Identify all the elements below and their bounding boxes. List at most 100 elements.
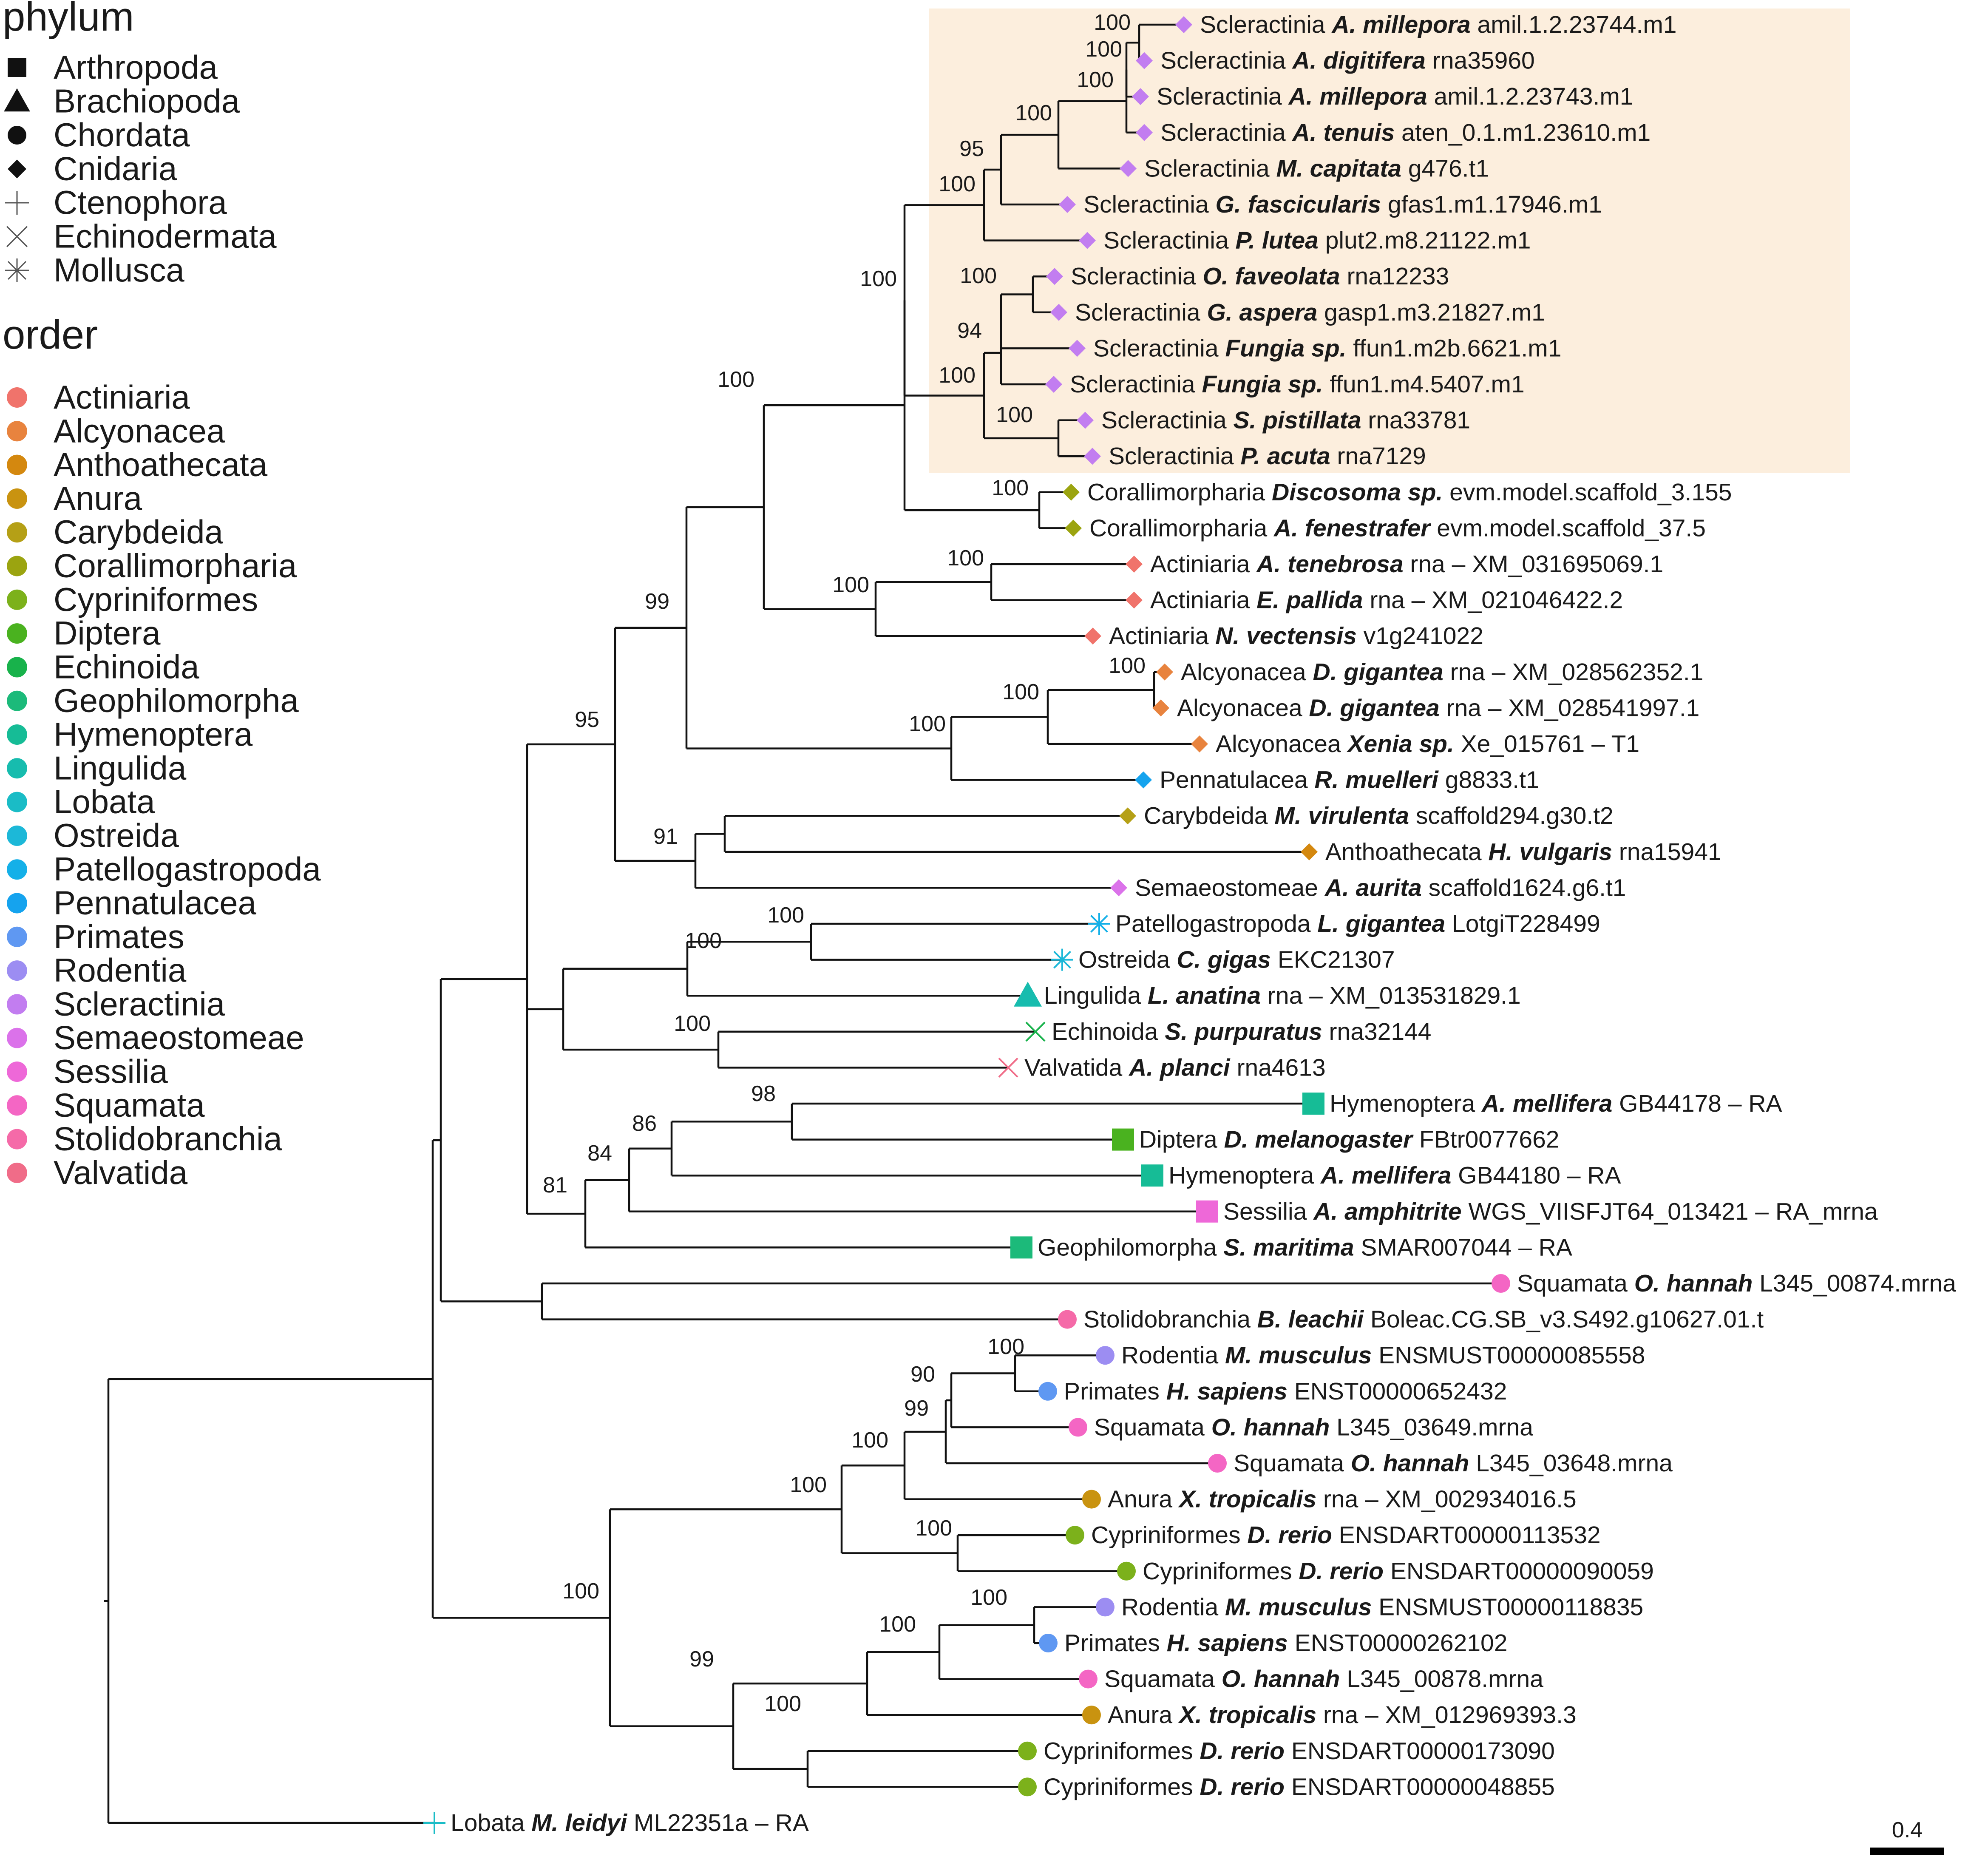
legend-order-item: Hymenoptera [7, 715, 253, 753]
legend-order-label: Sessilia [54, 1053, 168, 1090]
leaf-genus: D. gigantea [1313, 659, 1443, 686]
leaf-order: Scleractinia [1093, 335, 1225, 362]
circle-icon [1492, 1274, 1510, 1293]
diamond-icon [1110, 879, 1127, 897]
tree-leaf: Scleractinia M. capitata g476.t1 [1120, 155, 1489, 182]
cross-icon [6, 226, 28, 247]
leaf-genus: A. mellifera [1481, 1090, 1612, 1117]
circle-icon [7, 657, 27, 678]
legend-order-item: Ostreida [7, 817, 179, 854]
support-value: 100 [860, 267, 897, 291]
circle-icon [1096, 1346, 1115, 1365]
leaf-genus: A. millepora [1288, 83, 1427, 110]
leaf-id: FBtr0077662 [1412, 1126, 1559, 1153]
leaf-id: rna32144 [1322, 1018, 1432, 1045]
legend-phylum-label: Brachiopoda [54, 82, 240, 120]
legend-order-label: Lobata [54, 783, 155, 820]
support-value: 100 [790, 1473, 827, 1497]
tree-leaf: Ostreida C. gigas EKC21307 [1051, 946, 1395, 974]
leaf-genus: L. gigantea [1317, 910, 1445, 937]
legend-order-label: Rodentia [54, 951, 187, 989]
support-values: 1001001001009510010094100100100100100100… [543, 10, 1146, 1716]
square-icon [1141, 1164, 1163, 1187]
legend-order-item: Squamata [7, 1086, 205, 1124]
leaf-id: g476.t1 [1401, 155, 1489, 182]
leaf-order: Scleractinia [1109, 443, 1240, 470]
tree-leaf: Anthoathecata H. vulgaris rna15941 [1301, 838, 1721, 866]
leaf-id: ML22351a – RA [627, 1809, 809, 1836]
leaf-label: Alcyonacea D. gigantea rna – XM_02856235… [1181, 659, 1703, 686]
leaf-order: Valvatida [1024, 1054, 1129, 1081]
legend-phylum-item: Mollusca [5, 251, 184, 289]
legend-phylum-label: Mollusca [54, 251, 184, 289]
circle-icon [7, 488, 27, 509]
leaf-genus: M. musculus [1225, 1593, 1372, 1621]
support-value: 91 [653, 824, 678, 849]
leaf-genus: D. rerio [1299, 1558, 1384, 1585]
leaf-genus: E. pallida [1256, 587, 1363, 614]
support-value: 99 [904, 1396, 929, 1421]
legend-phylum-label: Arthropoda [54, 48, 218, 86]
support-value: 84 [587, 1141, 612, 1166]
legend-order-item: Lobata [7, 783, 155, 820]
leaf-label: Anura X. tropicalis rna – XM_012969393.3 [1108, 1701, 1577, 1729]
legend-order-label: Squamata [54, 1086, 205, 1124]
leaf-order: Scleractinia [1103, 227, 1235, 254]
tree-leaf: Actiniaria N. vectensis v1g241022 [1084, 622, 1483, 650]
legend-order-item: Sessilia [7, 1053, 168, 1090]
scale-bar: 0.4 [1870, 1818, 1944, 1855]
leaf-id: L345_03648.mrna [1469, 1450, 1673, 1477]
support-value: 100 [1085, 37, 1122, 62]
leaf-label: Echinoida S. purpuratus rna32144 [1052, 1018, 1431, 1045]
leaf-order: Scleractinia [1071, 263, 1202, 290]
diamond-icon [1059, 196, 1076, 213]
tree-leaf: Scleractinia A. millepora amil.1.2.23744… [1175, 11, 1677, 38]
asterisk-icon [1088, 913, 1110, 935]
leaf-id: rna15941 [1612, 838, 1721, 866]
leaf-genus: A. tenebrosa [1256, 551, 1403, 578]
tree-leaf: Rodentia M. musculus ENSMUST00000085558 [1096, 1342, 1645, 1369]
support-value: 100 [851, 1428, 888, 1453]
leaf-order: Diptera [1139, 1126, 1224, 1153]
leaf-genus: M. virulenta [1274, 802, 1409, 829]
diamond-icon [1046, 268, 1063, 285]
circle-icon [7, 1162, 27, 1183]
legend-order-label: Anthoathecata [54, 446, 268, 483]
diamond-icon [1126, 556, 1143, 573]
leaf-order: Alcyonacea [1216, 730, 1348, 758]
circle-icon [1038, 1382, 1057, 1401]
leaf-id: rna4613 [1230, 1054, 1326, 1081]
cross-icon [998, 1057, 1018, 1078]
tree-leaf: Actiniaria E. pallida rna – XM_021046422… [1126, 587, 1623, 614]
legend-order-label: Alcyonacea [54, 412, 225, 449]
legend-order-item: Corallimorpharia [7, 547, 297, 585]
leaf-genus: Fungia sp. [1225, 335, 1346, 362]
support-value: 99 [689, 1647, 714, 1672]
legend-order-label: Actiniaria [54, 378, 190, 416]
circle-icon [1082, 1706, 1101, 1725]
tree-leaf: Actiniaria A. tenebrosa rna – XM_0316950… [1126, 551, 1663, 578]
leaf-label: Scleractinia O. faveolata rna12233 [1071, 263, 1449, 290]
leaf-label: Diptera D. melanogaster FBtr0077662 [1139, 1126, 1559, 1153]
support-value: 99 [645, 589, 669, 614]
tree-leaf: Cypriniformes D. rerio ENSDART0000004885… [1018, 1773, 1555, 1800]
diamond-icon [1063, 483, 1080, 501]
leaf-genus: O. hannah [1222, 1666, 1340, 1693]
legend-order-label: Echinoida [54, 648, 199, 685]
leaf-genus: H. vulgaris [1488, 838, 1612, 866]
leaf-order: Squamata [1094, 1414, 1211, 1441]
leaf-order: Cypriniformes [1091, 1521, 1247, 1549]
diamond-icon [1301, 843, 1318, 860]
leaf-genus: D. gigantea [1309, 694, 1440, 721]
leaf-id: rna – XM_021046422.2 [1363, 587, 1623, 614]
legend-order-item: Lingulida [7, 749, 187, 786]
leaf-order: Squamata [1234, 1450, 1351, 1477]
leaf-genus: B. leachii [1257, 1306, 1364, 1333]
leaf-id: ENSMUST00000085558 [1372, 1342, 1645, 1369]
legend-order-label: Semaeostomeae [54, 1019, 304, 1056]
leaf-label: Stolidobranchia B. leachii Boleac.CG.SB_… [1083, 1306, 1764, 1333]
leaf-order: Scleractinia [1160, 119, 1292, 146]
leaf-id: SMAR007044 – RA [1354, 1234, 1572, 1261]
legend-order-label: Corallimorpharia [54, 547, 297, 585]
